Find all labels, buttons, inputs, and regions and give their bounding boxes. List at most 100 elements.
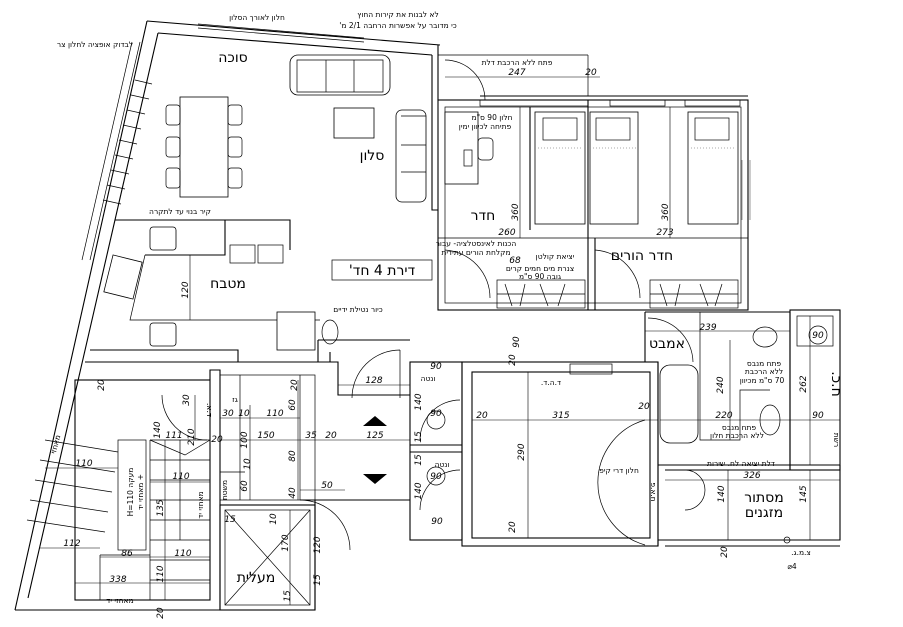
room-label-parents: חדר הורים <box>611 248 673 264</box>
title-frame <box>331 259 433 281</box>
fridge <box>276 311 316 351</box>
dim-label: 110 <box>172 472 189 482</box>
room-label-mamad: ד.ה.ד. <box>541 378 561 387</box>
note: פתח ללא הרכבת דלת <box>482 58 553 67</box>
dim-label: 20 <box>97 379 107 391</box>
dim-label: 170 <box>281 534 291 551</box>
arrow-up-icon <box>363 416 387 426</box>
dining-table <box>179 96 229 198</box>
room-label-storage-1: מסתור <box>744 490 784 506</box>
dim-label: 240 <box>716 376 726 393</box>
room-label-net: רשת <box>832 433 841 447</box>
note: חלון 90 ס"מ <box>472 113 513 122</box>
note: חלון לאורך הסלון <box>229 13 285 22</box>
dim-label: 120 <box>313 536 323 553</box>
note: לא לבנות את קירות החוץ <box>357 10 438 19</box>
room-labels: סוכה סלון חדר חדר הורים מטבח דירת 4 חד' … <box>210 50 844 586</box>
dimensions: 247 20 360 360 260 273 68 120 239 240 26… <box>63 68 824 619</box>
note: 70 ס"מ מכיוון <box>740 376 785 385</box>
note: חלון דרי קיפ <box>599 466 639 475</box>
dim-label: 360 <box>511 203 521 220</box>
note: ח.א.פ <box>649 482 658 501</box>
dim-label: 262 <box>799 375 809 392</box>
dim-label: 112 <box>63 539 80 549</box>
dim-label: 247 <box>508 68 525 78</box>
dim-label: 90 <box>812 331 824 341</box>
dim-label: 20 <box>325 431 337 441</box>
dim-label: 15 <box>224 515 236 525</box>
bathtub <box>659 364 699 444</box>
note: מעקה H=110 <box>126 468 135 517</box>
dim-label: 290 <box>517 443 527 460</box>
sofa <box>289 54 391 96</box>
dim-label: 15 <box>313 574 323 586</box>
note: קיר בנוי עד לתקרה <box>149 207 211 216</box>
dim-label: 125 <box>366 431 383 441</box>
room-label-elevator: מעלית <box>237 570 276 586</box>
note: ⌀4 <box>787 562 797 571</box>
dim-label: 40 <box>288 487 298 499</box>
dim-label: 86 <box>121 549 133 559</box>
dim-label: 140 <box>414 482 424 499</box>
notes: חלון לאורך הסלון לא לבנות את קירות החוץ … <box>49 10 811 605</box>
dim-label: 111 <box>165 431 182 441</box>
dim-label: 15 <box>414 431 424 443</box>
dim-label: 15 <box>283 590 293 602</box>
dim-label: 260 <box>498 228 515 238</box>
beds <box>534 111 739 225</box>
armchair-sofa <box>395 109 427 203</box>
desk <box>444 111 479 185</box>
dimension-lines <box>40 76 840 605</box>
room-label-salon: סלון <box>360 148 385 164</box>
note: כי מדובר על אפשרות הרחבה 2/1 מ' <box>339 21 456 30</box>
dim-label: 210 <box>187 428 197 445</box>
note: צ.מ.ג. <box>791 548 811 557</box>
dim-label: 140 <box>717 485 727 502</box>
furniture <box>103 54 828 551</box>
shaft-circle <box>808 325 828 345</box>
dim-label: 80 <box>288 450 298 462</box>
dim-label: 20 <box>211 435 223 445</box>
dim-label: 110 <box>156 565 166 582</box>
note: ללא הרכבת חלון <box>710 431 764 440</box>
dim-label: 90 <box>430 362 442 372</box>
note: צנרת מים חמים קרים <box>506 264 574 273</box>
note: לבדוק אופציה לחלון צר <box>57 40 133 49</box>
dim-label: 315 <box>552 411 569 421</box>
note: מאחזי יד <box>196 491 205 518</box>
dim-label: 360 <box>661 203 671 220</box>
dim-label: 220 <box>715 411 732 421</box>
note: ד.א. <box>205 403 214 417</box>
kitchen-sink <box>149 226 177 251</box>
dim-label: 20 <box>720 546 730 558</box>
room-label-storage-2: מזגנים <box>745 505 783 521</box>
room-label-wc: ח.כ. <box>828 371 844 396</box>
dim-label: 145 <box>799 485 809 502</box>
note: ללא הרכבת <box>745 367 783 376</box>
dim-label: 35 <box>305 431 317 441</box>
note: כיור נטילת ידיים <box>333 305 383 314</box>
note: דלת יציאה לח. שירות <box>707 459 775 468</box>
note: פתח מנבס <box>747 359 782 368</box>
note: פתיחה לכיוון ימין <box>459 122 512 131</box>
dim-label: 273 <box>656 228 673 238</box>
room-label-kitchen: מטבח <box>210 276 246 292</box>
dim-label: 10 <box>243 458 253 470</box>
note: יציאת קולטן <box>536 252 575 261</box>
note: הכנות לאינסטלציה- עבור <box>436 239 517 248</box>
coffee-table <box>333 107 375 139</box>
dim-label: 30 <box>222 409 234 419</box>
wardrobes <box>496 279 739 309</box>
room-label-sukkah: סוכה <box>218 50 247 66</box>
dim-label: 90 <box>430 409 442 419</box>
hand-sink <box>321 319 339 345</box>
toilet <box>752 326 778 348</box>
note: משטח <box>220 480 229 500</box>
note: פתח מנבס <box>722 423 757 432</box>
dim-label: 60 <box>288 399 298 411</box>
dim-label: 90 <box>812 411 824 421</box>
dim-label: 50 <box>321 481 333 491</box>
apartment-title: דירת 4 חד' <box>349 263 416 279</box>
note: מקלחת הורים עתידית <box>441 248 510 257</box>
dim-label: 20 <box>290 379 300 391</box>
